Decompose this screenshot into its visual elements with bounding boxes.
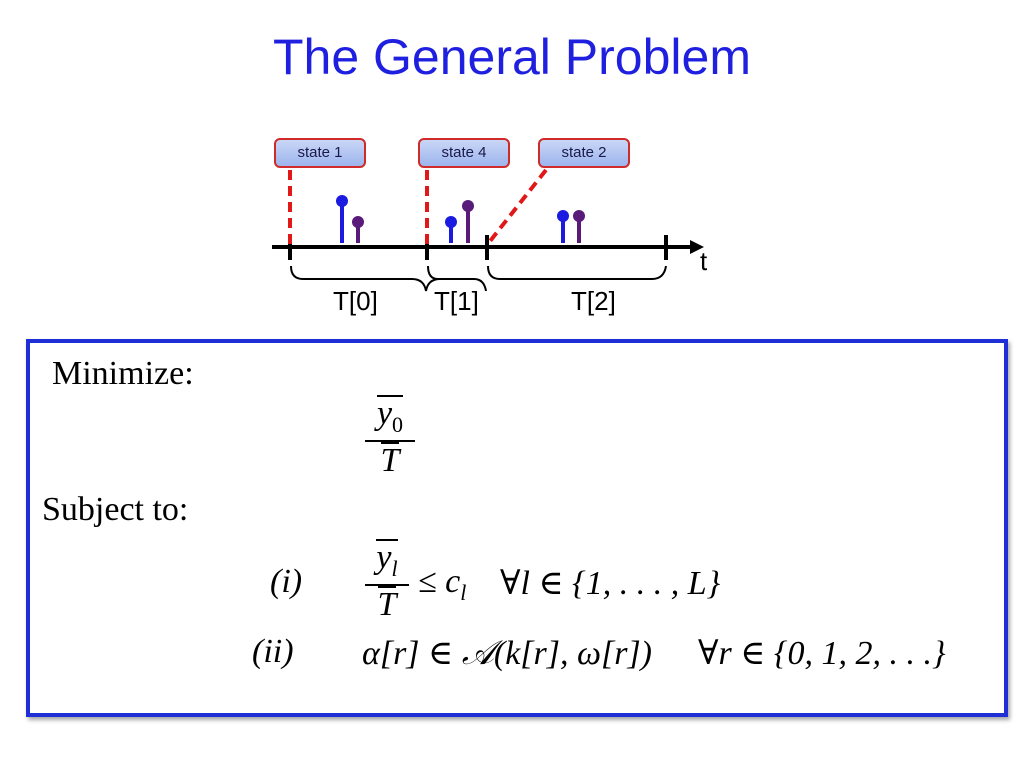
fraction-bar (365, 439, 415, 442)
objective-fraction: y0 T (365, 395, 415, 480)
problem-panel: Minimize: y0 T Subject to: (i) yl T ≤ cl… (26, 339, 1008, 717)
time-axis-label: t (700, 246, 708, 276)
objective-denominator: T (380, 441, 400, 479)
state-2-box: state 2 (538, 138, 630, 168)
constraint-2-expression: α[r] ∈ 𝒜(k[r], ω[r]) (362, 635, 653, 672)
interval-brace-2 (487, 265, 667, 280)
constraint-1-label: (i) (270, 563, 303, 600)
arrival-blue (445, 216, 457, 243)
arrival-purple (573, 210, 585, 243)
constraint-1-quantifier: ∀l ∈ {1, . . . , L} (500, 565, 721, 602)
slide-title: The General Problem (272, 29, 751, 85)
timeline-svg (272, 168, 704, 292)
fraction-bar (365, 583, 409, 586)
interval-label-1: T[1] (434, 286, 479, 316)
arrival-blue (336, 195, 348, 243)
arrival-purple (462, 200, 474, 243)
interval-label-0: T[0] (333, 286, 378, 316)
subject-to-label: Subject to: (42, 491, 189, 528)
interval-brace-1 (427, 265, 487, 292)
time-axis-arrowhead (690, 240, 704, 254)
objective-numerator: y0 (365, 395, 415, 440)
interval-brace-0 (290, 265, 441, 292)
constraint-2-quantifier: ∀r ∈ {0, 1, 2, . . .} (698, 635, 946, 672)
constraint-1-numerator: yl (365, 539, 409, 584)
interval-label-2: T[2] (571, 286, 616, 316)
state-4-box: state 4 (418, 138, 510, 168)
constraint-1-fraction: yl T (365, 539, 409, 624)
arrival-purple (352, 216, 364, 243)
timeline-diagram: state 1 state 4 state 2 t T[0] T[1] T[2] (0, 0, 1024, 330)
constraint-1-rhs: ≤ cl (418, 563, 467, 605)
arrival-blue (557, 210, 569, 243)
state-1-box: state 1 (274, 138, 366, 168)
state-2-line (485, 168, 548, 247)
constraint-1-denominator: T (377, 585, 397, 623)
minimize-label: Minimize: (52, 355, 194, 392)
constraint-2-label: (ii) (252, 633, 294, 670)
